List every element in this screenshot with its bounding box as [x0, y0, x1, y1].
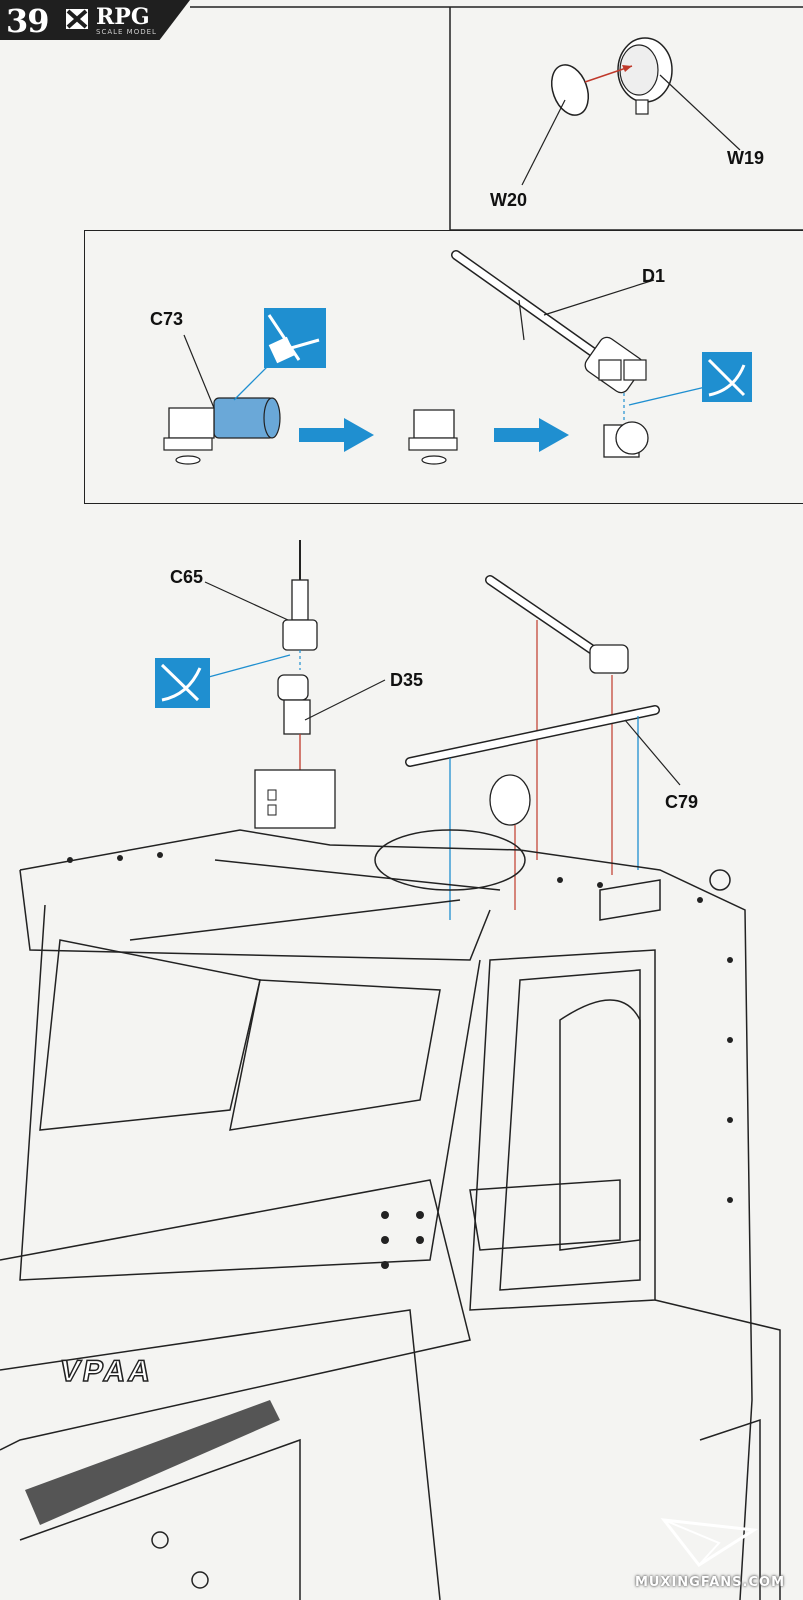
callout-c79: C79 [665, 792, 699, 812]
vehicle-label: VPAA [56, 1354, 157, 1389]
grille-pattern [25, 1400, 280, 1525]
headlight-subassembly [550, 37, 673, 116]
watermark-text: MUXINGFANS.COM [634, 1575, 785, 1590]
callout-w19: W19 [727, 148, 765, 168]
callout-c73: C73 [150, 309, 184, 329]
brand-x-icon [66, 9, 88, 29]
substep-drawing [163, 250, 752, 465]
watermark-logo-icon [660, 1518, 759, 1567]
substep-panel [84, 230, 803, 504]
brand-logo: RPG [96, 4, 150, 30]
callout-w20: W20 [490, 190, 528, 210]
step-number: 39 [6, 2, 50, 40]
brand-subtitle: SCALE MODEL [96, 28, 157, 36]
callout-c65: C65 [170, 567, 204, 587]
main-assembly-drawing [0, 540, 781, 1600]
w-leader-lines [521, 74, 741, 186]
step-header: 39 RPG SCALE MODEL [0, 0, 190, 40]
callout-d1: D1 [642, 266, 666, 286]
callout-d35: D35 [390, 670, 424, 690]
